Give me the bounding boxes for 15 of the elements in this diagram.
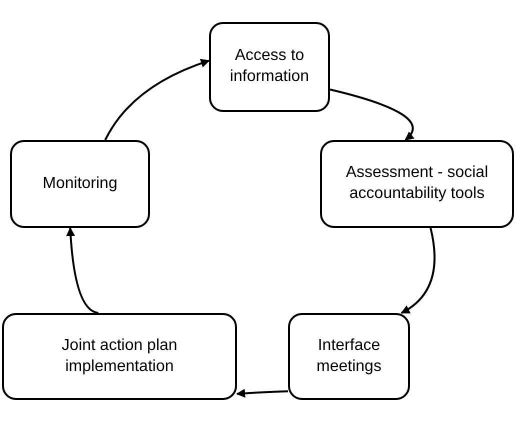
box-label: Joint action plan implementation [60, 336, 178, 376]
box-label: Access to information [228, 46, 310, 87]
process-box [209, 22, 330, 112]
process-box [288, 313, 410, 400]
curved-arrow [330, 88, 414, 141]
box-label: Assessment - social accountability tools [344, 163, 490, 204]
curved-arrow [236, 388, 288, 398]
box-label: Interface meetings [316, 336, 382, 376]
curved-arrow [400, 228, 436, 314]
process-box [320, 140, 514, 228]
process-box [10, 140, 150, 228]
process-box [2, 313, 237, 400]
curved-arrow [104, 59, 210, 140]
box-label: Monitoring [42, 174, 118, 194]
curved-arrow [66, 227, 99, 314]
